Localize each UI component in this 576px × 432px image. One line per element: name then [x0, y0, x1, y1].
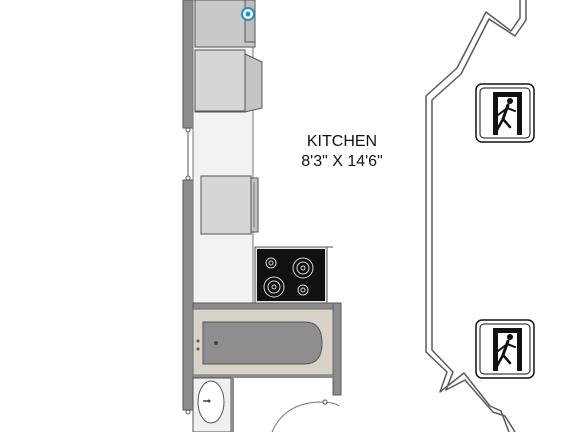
emergency-exit-sign — [475, 83, 535, 143]
dishwasher — [200, 175, 259, 235]
room-name: KITCHEN — [307, 133, 377, 150]
emergency-exit-icon — [493, 92, 522, 135]
interior-wall — [193, 375, 333, 378]
interior-wall — [332, 302, 342, 396]
washer-icon — [241, 7, 255, 21]
room-dimensions: 8'3" X 14'6" — [301, 153, 383, 170]
sink-icon — [197, 380, 225, 424]
dryer — [194, 49, 263, 113]
exterior-wall — [182, 0, 194, 415]
bathtub — [192, 308, 334, 376]
interior-wall — [231, 378, 234, 432]
emergency-exit-icon — [493, 328, 522, 371]
washer — [194, 0, 256, 48]
exterior-wall-right — [425, 0, 527, 432]
bathtub-icon — [202, 321, 323, 365]
emergency-exit-sign — [475, 319, 535, 379]
door-swing — [271, 401, 340, 432]
sink — [192, 377, 232, 432]
cooktop — [254, 246, 333, 304]
interior-wall — [192, 302, 342, 310]
cooktop-icon — [263, 257, 314, 298]
